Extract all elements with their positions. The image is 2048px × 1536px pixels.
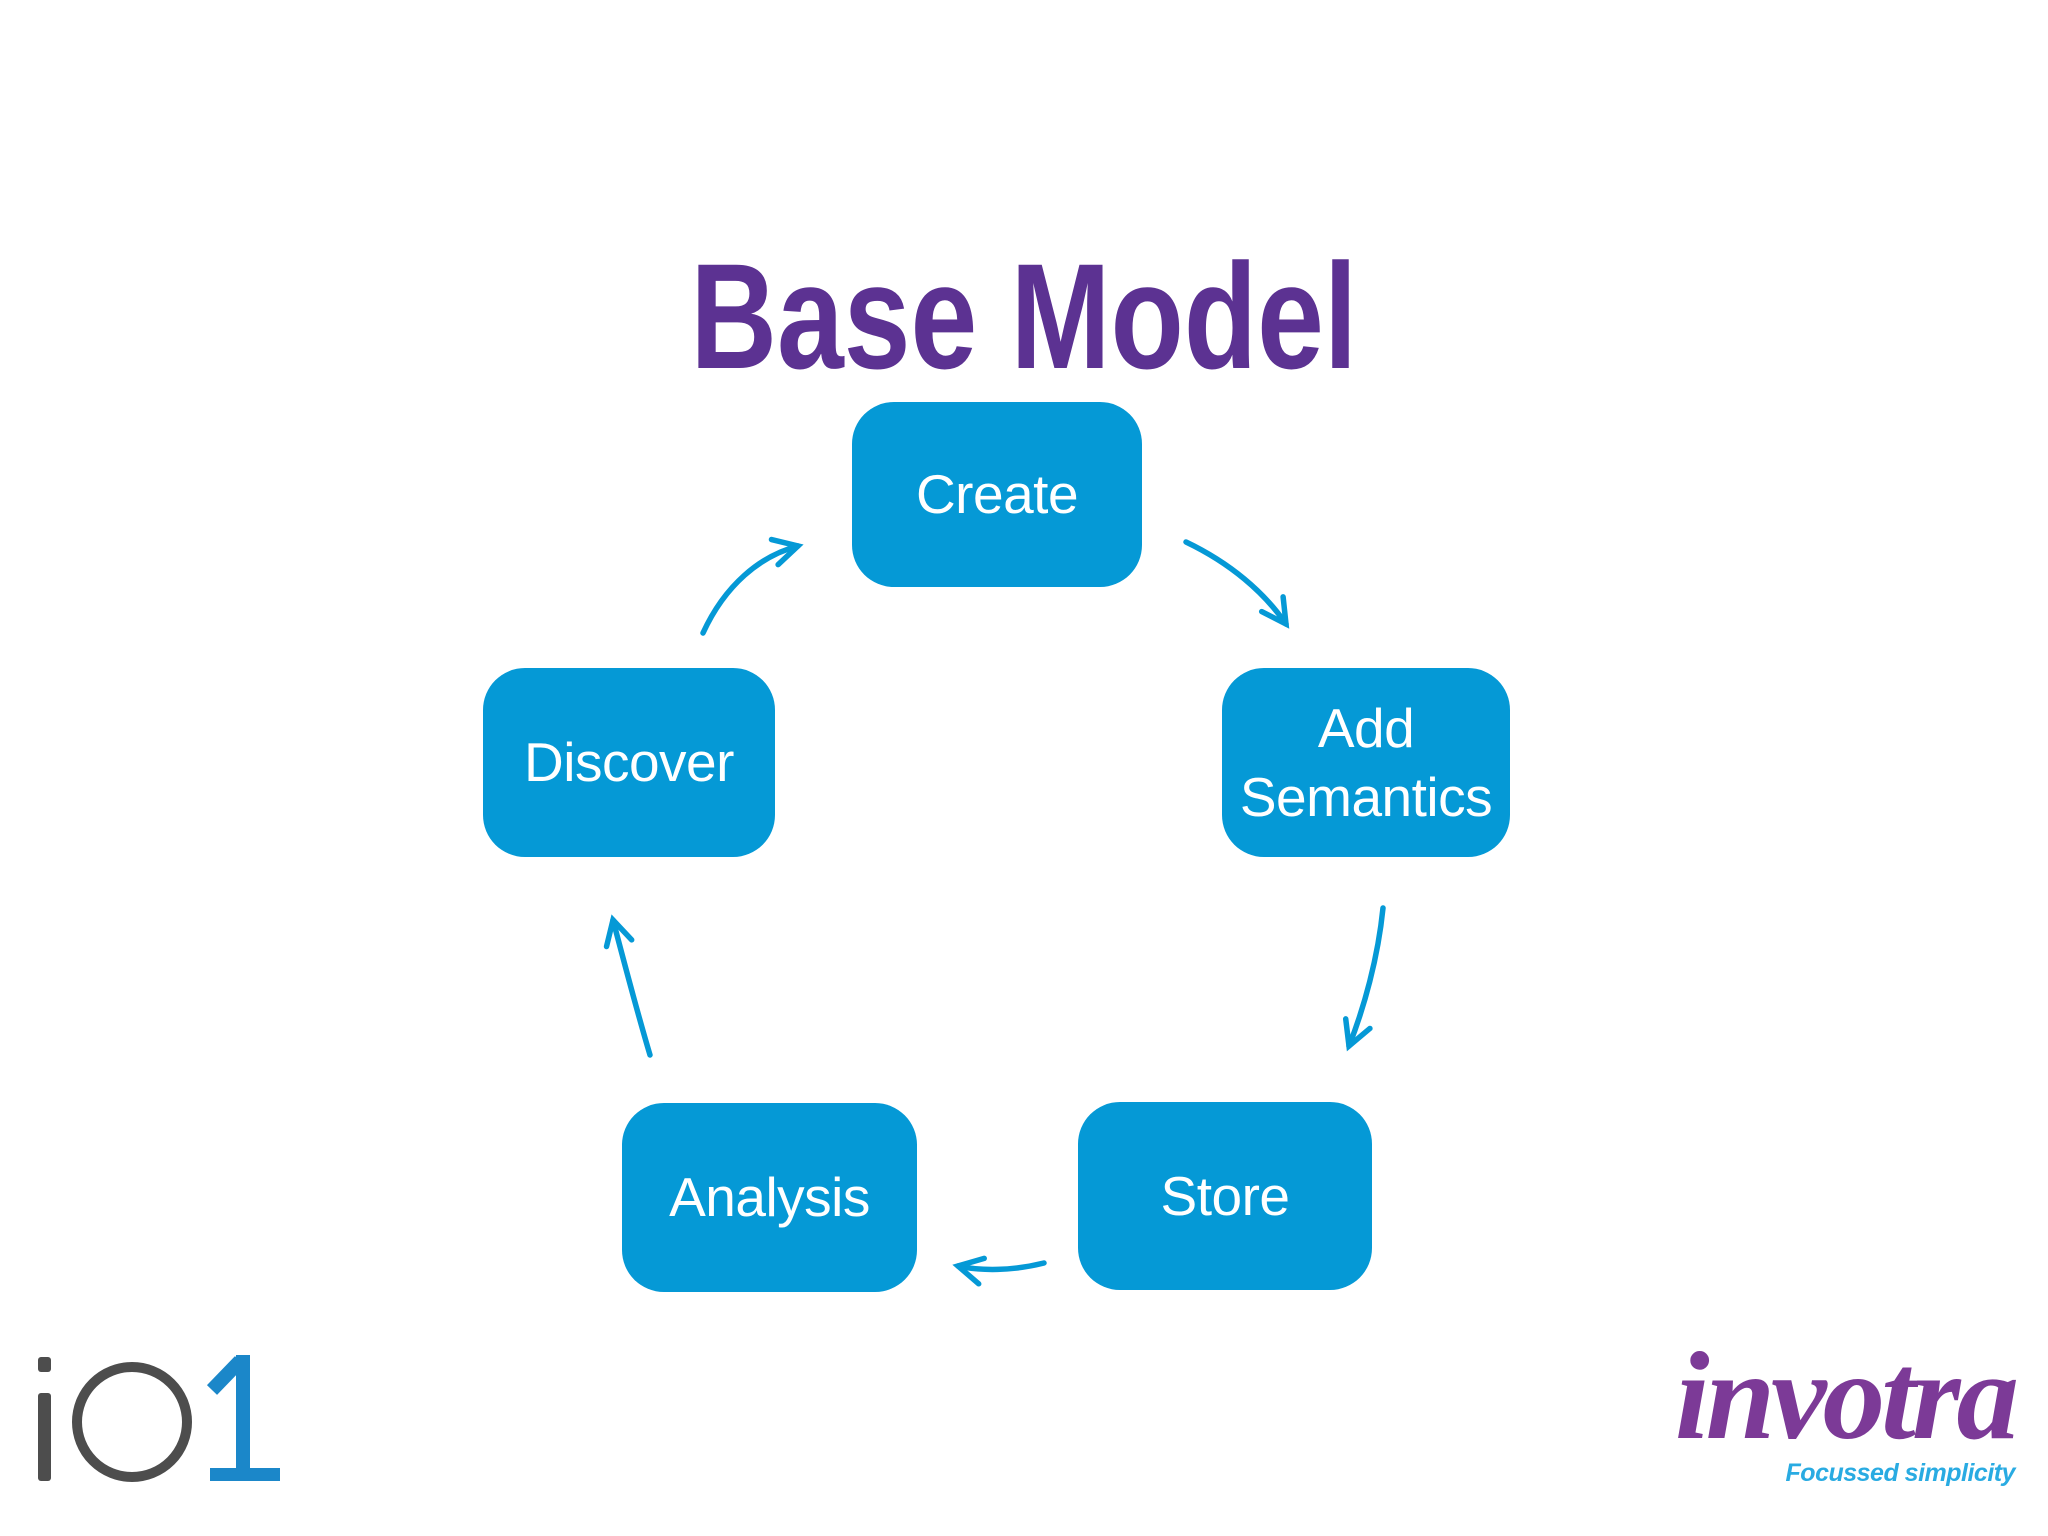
node-discover-label: Discover <box>524 731 734 794</box>
page-title-text: Base Model <box>690 231 1358 400</box>
node-add-semantics: Add Semantics <box>1222 668 1510 857</box>
arrow-create-to-add-semantics <box>1183 539 1290 629</box>
io1-logo <box>38 1355 280 1482</box>
node-store: Store <box>1078 1102 1372 1290</box>
io1-o-ring <box>72 1362 192 1482</box>
node-create: Create <box>852 402 1142 587</box>
arrow-discover-to-create <box>700 536 804 636</box>
node-discover: Discover <box>483 668 775 857</box>
page-title: Base Model <box>0 241 2048 391</box>
invotra-brand-text: invotra <box>1674 1328 2019 1466</box>
node-analysis-label: Analysis <box>669 1166 870 1229</box>
node-analysis: Analysis <box>622 1103 917 1292</box>
arrow-analysis-to-discover <box>603 914 653 1058</box>
node-create-label: Create <box>915 463 1079 526</box>
io1-one-stem <box>236 1355 250 1475</box>
node-store-label: Store <box>1160 1164 1290 1227</box>
io1-i-dot <box>38 1357 51 1372</box>
io1-one-base <box>210 1468 280 1481</box>
arrow-store-to-analysis <box>952 1255 1047 1287</box>
arrow-add-semantics-to-store <box>1342 905 1386 1052</box>
io1-i-stem <box>38 1393 51 1481</box>
invotra-logo: invotra Focussed simplicity <box>1674 1328 2019 1488</box>
io1-one-flag <box>206 1356 246 1395</box>
invotra-tagline-text: Focussed simplicity <box>1785 1458 2016 1487</box>
node-add-semantics-label: Add Semantics <box>1239 696 1493 828</box>
